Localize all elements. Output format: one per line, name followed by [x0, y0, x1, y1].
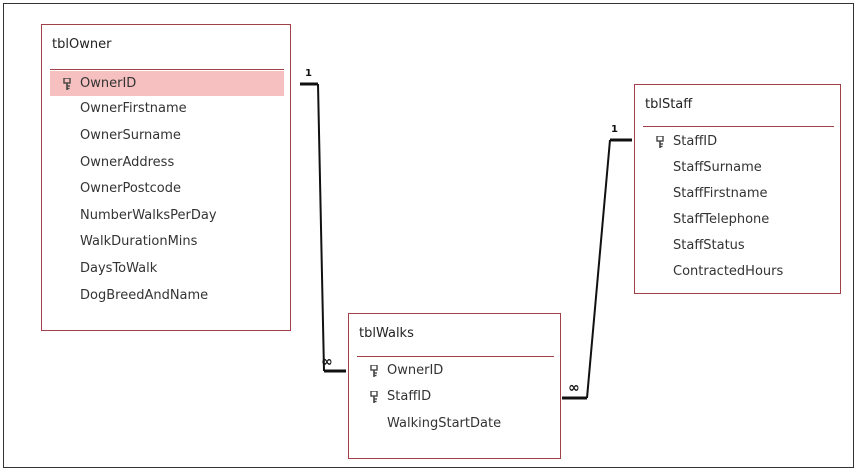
field-name: WalkDurationMins [80, 234, 198, 249]
primary-key-icon [370, 391, 378, 403]
field-walkdurationmins[interactable]: WalkDurationMins [50, 229, 284, 254]
field-ownerid[interactable]: OwnerID [357, 358, 554, 383]
field-name: OwnerAddress [80, 155, 175, 170]
field-name: StaffID [673, 134, 718, 149]
field-name: StaffID [387, 389, 432, 404]
field-stafffirstname[interactable]: StaffFirstname [643, 181, 834, 206]
field-name: DogBreedAndName [80, 288, 209, 303]
field-owneraddress[interactable]: OwnerAddress [50, 150, 284, 175]
table-title: tblWalks [359, 326, 414, 341]
owner-walks-one-label: 1 [305, 68, 312, 79]
field-name: ContractedHours [673, 264, 784, 279]
title-divider [643, 126, 834, 127]
field-name: StaffSurname [673, 160, 762, 175]
field-name: OwnerPostcode [80, 181, 181, 196]
field-name: StaffTelephone [673, 212, 770, 227]
field-ownerfirstname[interactable]: OwnerFirstname [50, 96, 284, 121]
relationship-owner-walks[interactable] [300, 82, 346, 373]
field-staffid[interactable]: StaffID [643, 129, 834, 154]
staff-walks-many-label: ∞ [568, 380, 580, 396]
field-name: DaysToWalk [80, 261, 158, 276]
field-name: WalkingStartDate [387, 416, 502, 431]
field-contractedhours[interactable]: ContractedHours [643, 259, 834, 284]
field-name: OwnerSurname [80, 128, 181, 143]
field-ownersurname[interactable]: OwnerSurname [50, 123, 284, 148]
field-daystowalk[interactable]: DaysToWalk [50, 256, 284, 281]
field-stafftelephone[interactable]: StaffTelephone [643, 207, 834, 232]
field-ownerid[interactable]: OwnerID [50, 71, 284, 96]
table-title: tblStaff [645, 97, 693, 112]
field-numberwalksperday[interactable]: NumberWalksPerDay [50, 203, 284, 228]
primary-key-icon [63, 78, 71, 90]
table-tblowner[interactable]: tblOwner OwnerID OwnerFirstname OwnerSur… [41, 24, 291, 331]
field-name: OwnerID [80, 76, 137, 91]
field-name: OwnerID [387, 363, 444, 378]
field-name: StaffStatus [673, 238, 745, 253]
primary-key-icon [656, 136, 664, 148]
staff-walks-one-label: 1 [611, 124, 618, 135]
field-walkingstartdate[interactable]: WalkingStartDate [357, 411, 554, 436]
primary-key-icon [370, 365, 378, 377]
field-ownerpostcode[interactable]: OwnerPostcode [50, 176, 284, 201]
field-staffstatus[interactable]: StaffStatus [643, 233, 834, 258]
relationship-staff-walks[interactable] [562, 138, 632, 400]
owner-walks-many-label: ∞ [321, 354, 333, 370]
field-name: OwnerFirstname [80, 101, 187, 116]
table-tblwalks[interactable]: tblWalks OwnerID StaffID WalkingStartDat… [348, 313, 561, 459]
table-title: tblOwner [52, 37, 112, 52]
table-tblstaff[interactable]: tblStaff StaffID StaffSurname StaffFirst… [634, 84, 841, 294]
field-staffsurname[interactable]: StaffSurname [643, 155, 834, 180]
field-name: NumberWalksPerDay [80, 208, 217, 223]
title-divider [50, 69, 284, 70]
title-divider [357, 356, 554, 357]
field-dogbreedandname[interactable]: DogBreedAndName [50, 283, 284, 308]
field-name: StaffFirstname [673, 186, 768, 201]
field-staffid[interactable]: StaffID [357, 384, 554, 409]
